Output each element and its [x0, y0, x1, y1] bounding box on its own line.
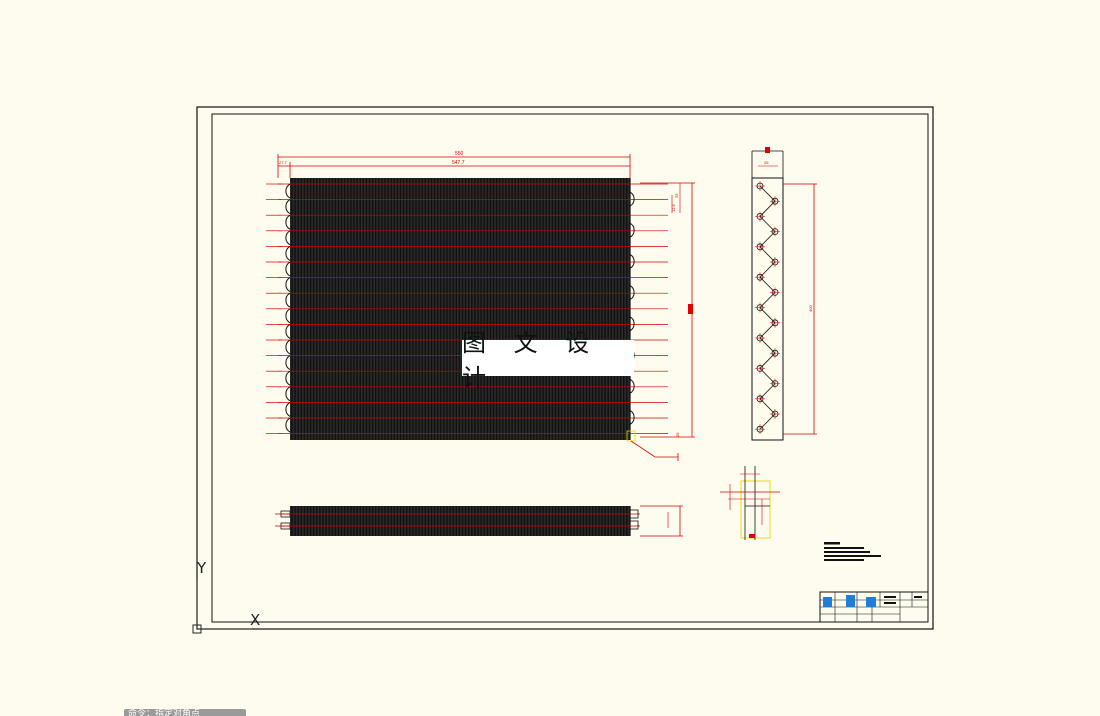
- dim-left-small: 27.7: [279, 160, 288, 165]
- svg-text:25: 25: [764, 160, 769, 165]
- coil-side-view[interactable]: 25 400: [751, 147, 817, 441]
- svg-text:12.5: 12.5: [671, 203, 676, 212]
- svg-text:25: 25: [674, 193, 679, 198]
- outer-frame: [196, 106, 934, 630]
- selected-grip: [823, 597, 832, 607]
- tube-detail-view[interactable]: [720, 466, 780, 540]
- inner-frame: [211, 113, 929, 623]
- coil-top-view[interactable]: [275, 505, 683, 537]
- technical-notes: [824, 542, 881, 561]
- coil-front-view[interactable]: 550 547.7 27.7 25 12.5 25: [266, 151, 695, 461]
- selected-grip: [866, 597, 876, 607]
- watermark: 图 文 设 计: [462, 329, 634, 392]
- svg-text:400: 400: [808, 305, 813, 312]
- title-block[interactable]: [819, 591, 929, 623]
- command-line[interactable]: 命令：指定对角点: [124, 709, 246, 716]
- selected-grip: [846, 595, 855, 607]
- dim-inner-width: 547.7: [452, 160, 465, 166]
- ucs-x-label: X: [250, 611, 261, 629]
- dim-overall-width: 550: [455, 151, 464, 157]
- ucs-icon: [192, 580, 252, 634]
- selected-grip[interactable]: [688, 304, 693, 314]
- svg-text:25: 25: [675, 432, 680, 437]
- ucs-y-label: Y: [197, 559, 207, 577]
